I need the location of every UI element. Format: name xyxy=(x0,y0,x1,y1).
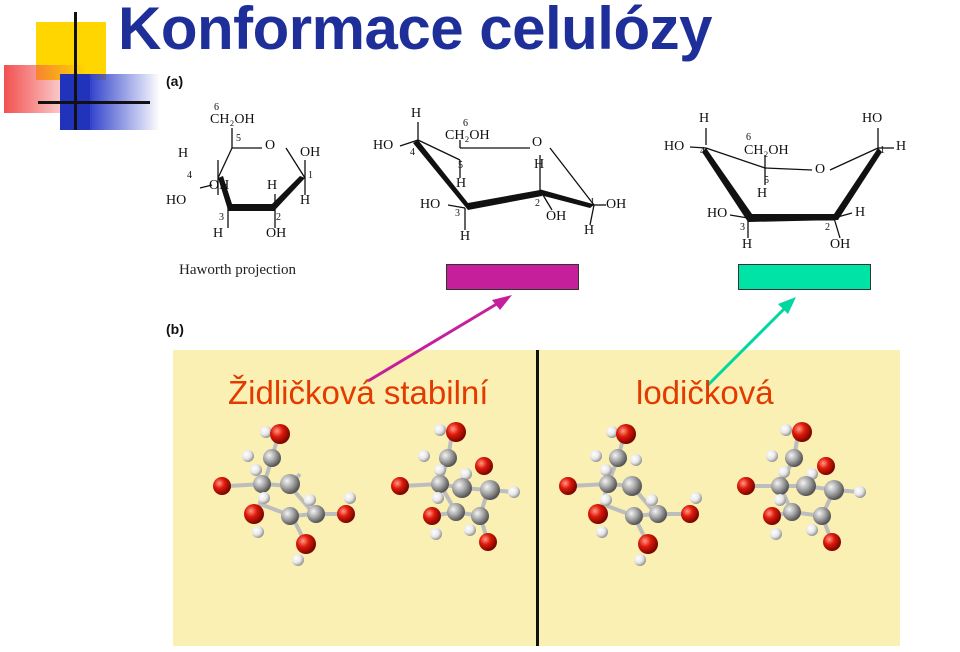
chair-c6: 6 xyxy=(463,118,468,129)
boat-arrow xyxy=(705,297,796,388)
haworth-c2: 2 xyxy=(276,212,281,223)
panel-b-label: (b) xyxy=(166,321,184,337)
panel-divider xyxy=(536,350,539,646)
boat-h-top: H xyxy=(699,111,710,126)
decor-line-horizontal xyxy=(38,101,150,104)
chair-oh2: OH xyxy=(546,209,567,224)
boat-ho3: HO xyxy=(707,206,728,221)
boat-o: O xyxy=(815,162,826,177)
boat-h3: H xyxy=(742,237,753,252)
boat-c5: 5 xyxy=(764,175,769,186)
boat-c1: 1 xyxy=(880,145,885,156)
chair-oh1: OH xyxy=(606,197,627,212)
boat-ho-top: HO xyxy=(862,111,883,126)
chair-ch2oh: CH₂OH xyxy=(445,128,490,143)
haworth-c3: 3 xyxy=(219,212,224,223)
decor-line-vertical xyxy=(74,12,77,130)
haworth-caption: Haworth projection xyxy=(179,262,297,278)
chair-c2: 2 xyxy=(535,198,540,209)
haworth-h1: H xyxy=(300,193,311,208)
boat-oh2: OH xyxy=(830,237,851,252)
haworth-oh2: OH xyxy=(266,226,287,241)
molecule-chair-2-atoms xyxy=(391,422,520,551)
page-title: Konformace celulózy xyxy=(118,0,713,62)
haworth-c5: 5 xyxy=(236,133,241,144)
haworth-c6: 6 xyxy=(214,102,219,113)
boat-c6: 6 xyxy=(746,132,751,143)
boat-h1: H xyxy=(896,139,907,154)
chair-conformation-label: Židličková stabilní xyxy=(228,374,489,411)
boat-c4: 4 xyxy=(700,146,705,157)
haworth-h4: H xyxy=(178,146,189,161)
boat-c2: 2 xyxy=(825,222,830,233)
panel-a-label: (a) xyxy=(166,73,184,89)
boat-c3: 3 xyxy=(740,222,745,233)
boat-conformation-label: lodičková xyxy=(636,374,774,411)
chair-h2: H xyxy=(584,223,595,238)
boat-h2: H xyxy=(855,205,866,220)
haworth-c4: 4 xyxy=(187,170,192,181)
chair-c5: 5 xyxy=(458,160,463,171)
chair-arrow xyxy=(367,295,512,383)
chair-h3: H xyxy=(460,229,471,244)
boat-h5: H xyxy=(757,186,768,201)
chair-c4: 4 xyxy=(410,147,415,158)
molecule-boat-2-atoms xyxy=(737,422,866,551)
chair-o: O xyxy=(532,135,543,150)
chair-h-top: H xyxy=(411,106,422,121)
chair-ho4: HO xyxy=(373,138,394,153)
haworth-c1: 1 xyxy=(308,170,313,181)
haworth-h3: H xyxy=(213,226,224,241)
haworth-h2: H xyxy=(267,178,278,193)
molecule-boat-1-atoms xyxy=(559,424,702,566)
chair-ho3: HO xyxy=(420,197,441,212)
chair-c1: 1 xyxy=(590,197,595,208)
molecule-chair-1-atoms xyxy=(213,424,356,566)
boat-ho4: HO xyxy=(664,139,685,154)
haworth-oh3: OH xyxy=(209,178,230,193)
haworth-ho4: HO xyxy=(166,193,187,208)
chair-h4: H xyxy=(456,176,467,191)
boat-caption-highlight xyxy=(738,264,871,290)
haworth-o: O xyxy=(265,138,276,153)
haworth-oh1: OH xyxy=(300,145,321,160)
boat-ch2oh: CH₂OH xyxy=(744,143,789,158)
chair-caption-highlight xyxy=(446,264,579,290)
chair-h5: H xyxy=(534,157,545,172)
haworth-ch2oh: CH₂OH xyxy=(210,112,255,127)
chair-c3: 3 xyxy=(455,208,460,219)
